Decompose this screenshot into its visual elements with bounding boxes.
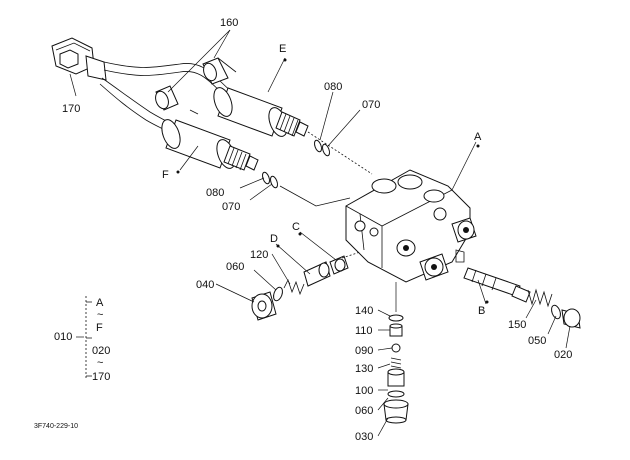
drawing-code: 3F740-229-10 [34,423,78,430]
callout-060-left: 060 [226,261,244,273]
legend-tilde-2: ~ [97,357,103,369]
callout-090: 090 [355,345,373,357]
reference-dots [176,58,489,304]
callout-170: 170 [62,103,80,115]
callout-070-top: 070 [362,99,380,111]
callout-060-bottom: 060 [355,405,373,417]
callout-e: E [279,43,286,55]
callout-labels: 160 170 E 080 070 A F 080 070 C D 120 06… [62,17,572,443]
legend-assembly-number: 010 [54,331,72,343]
callout-040: 040 [196,279,214,291]
callout-120: 120 [250,249,268,261]
legend-range-start: A [96,297,104,309]
legend-range-end: F [96,322,103,334]
callout-140: 140 [355,305,373,317]
legend-range2-start: 020 [92,345,110,357]
wire-harness [51,37,237,135]
spool-assembly-b [463,267,581,329]
callout-030: 030 [355,431,373,443]
solenoid-f [161,119,351,207]
callout-050: 050 [528,335,546,347]
callout-f: F [162,169,169,181]
callout-a: A [474,131,482,143]
callout-130: 130 [355,363,373,375]
legend-tilde-1: ~ [97,309,103,321]
callout-080-mid: 080 [206,187,224,199]
bottom-valve-stack [383,300,409,424]
relief-valve-stack [251,251,361,321]
callout-150: 150 [508,319,526,331]
solenoid-e [213,87,373,175]
legend-range2-end: 170 [92,371,110,383]
callout-020-right: 020 [554,349,572,361]
callout-d: D [270,233,278,245]
leader-lines [69,29,571,437]
callout-b: B [478,305,485,317]
callout-c: C [292,221,300,233]
assembly-legend: 010 A ~ F 020 ~ 170 [54,296,110,383]
valve-body-a [345,169,477,300]
callout-160: 160 [220,17,238,29]
callout-070-mid: 070 [222,201,240,213]
callout-110: 110 [355,325,373,337]
callout-100: 100 [355,385,373,397]
callout-080-top: 080 [324,81,342,93]
